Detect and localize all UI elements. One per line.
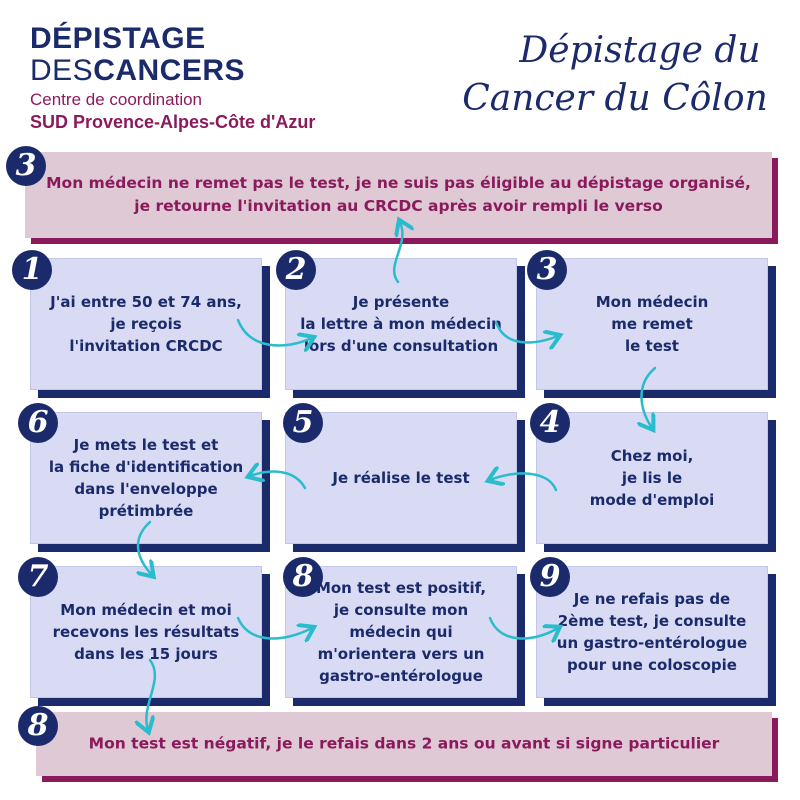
top-banner-text: Mon médecin ne remet pas le test, je ne …: [46, 174, 751, 215]
step-9-text: Je ne refais pas de 2ème test, je consul…: [556, 590, 748, 674]
logo-des-cancers: DESCANCERS: [30, 56, 245, 86]
step-6-box: Je mets le test et la fiche d'identifica…: [30, 412, 262, 544]
step-2-box: Je présente la lettre à mon médecin lors…: [285, 258, 517, 390]
logo-centre-coordination: Centre de coordination: [30, 90, 203, 109]
step-4-box: Chez moi, je lis le mode d'emploi: [536, 412, 768, 544]
arrow-7-to-bottom: [146, 658, 157, 730]
bottom-banner-number: 8: [18, 706, 58, 746]
arrow-7-to-8: [236, 616, 312, 638]
step-6-text: Je mets le test et la fiche d'identifica…: [48, 436, 244, 520]
arrow-8-to-9: [488, 616, 558, 638]
logo-depistage: DÉPISTAGE: [30, 22, 206, 55]
step-7-text: Mon médecin et moi recevons les résultat…: [52, 601, 240, 663]
step-3-text: Mon médecin me remet le test: [595, 293, 709, 355]
step-5-text: Je réalise le test: [332, 469, 470, 487]
step-7-number: 7: [18, 557, 58, 597]
logo-des: DES: [30, 54, 94, 87]
arrow-3-to-4: [641, 366, 657, 428]
step-1-text: J'ai entre 50 et 74 ans, je reçois l'inv…: [50, 293, 242, 355]
step-8-box: Mon test est positif, je consulte mon mé…: [285, 566, 517, 698]
step-2-text: Je présente la lettre à mon médecin lors…: [300, 293, 502, 355]
step-9-number: 9: [530, 557, 570, 597]
arrow-2-to-banner: [392, 222, 402, 284]
step-8-number: 8: [283, 557, 323, 597]
arrow-1-to-2: [236, 318, 312, 345]
step-2-number: 2: [276, 250, 316, 290]
arrow-2-to-3: [494, 320, 558, 342]
step-3-box: Mon médecin me remet le test: [536, 258, 768, 390]
bottom-banner: Mon test est négatif, je le refais dans …: [36, 712, 772, 776]
arrow-5-to-6: [250, 472, 307, 490]
bottom-banner-text: Mon test est négatif, je le refais dans …: [88, 734, 720, 753]
step-7-box: Mon médecin et moi recevons les résultat…: [30, 566, 262, 698]
step-1-box: J'ai entre 50 et 74 ans, je reçois l'inv…: [30, 258, 262, 390]
top-banner-number: 3: [6, 146, 46, 186]
title-line-2: Cancer du Côlon: [462, 78, 768, 119]
step-5-number: 5: [283, 403, 323, 443]
step-3-number: 3: [527, 250, 567, 290]
step-4-number: 4: [530, 403, 570, 443]
step-4-text: Chez moi, je lis le mode d'emploi: [589, 447, 715, 509]
step-8-text: Mon test est positif, je consulte mon mé…: [315, 579, 487, 685]
step-6-number: 6: [18, 403, 58, 443]
step-5-box: Je réalise le test: [285, 412, 517, 544]
arrow-6-to-7: [138, 520, 152, 575]
logo-region: SUD Provence-Alpes-Côte d'Azur: [30, 112, 316, 132]
step-9-box: Je ne refais pas de 2ème test, je consul…: [536, 566, 768, 698]
step-1-number: 1: [12, 250, 52, 290]
title-line-1: Dépistage du: [519, 30, 761, 71]
logo-cancers: CANCERS: [93, 54, 246, 87]
arrow-4-to-5: [490, 473, 558, 492]
